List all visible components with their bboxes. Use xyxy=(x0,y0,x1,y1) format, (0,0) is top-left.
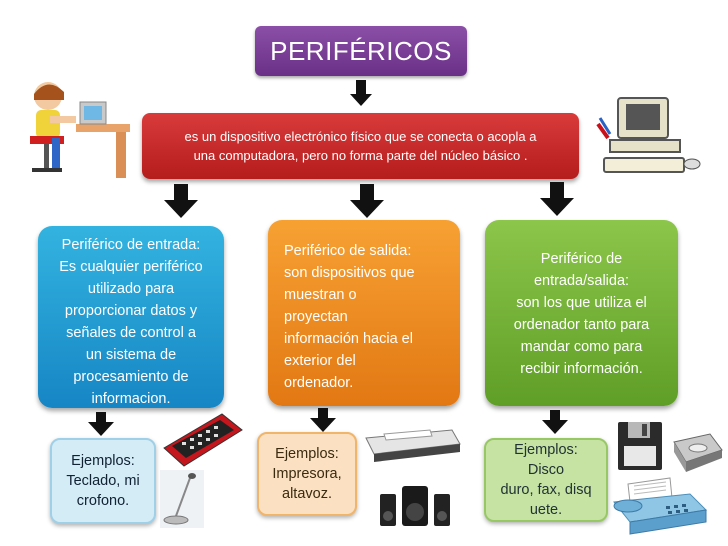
io-examples-box: Ejemplos: Disco duro, fax, disq uete. xyxy=(484,438,608,522)
input-peripheral-box: Periférico de entrada: Es cualquier peri… xyxy=(38,226,224,408)
output-examples-box: Ejemplos: Impresora, altavoz. xyxy=(257,432,357,516)
diagram-title: PERIFÉRICOS xyxy=(255,26,467,76)
hard-drive-illustration xyxy=(670,432,724,476)
arrow-down-icon xyxy=(540,182,574,216)
arrow-down-icon xyxy=(350,184,384,218)
printer-illustration xyxy=(360,424,464,464)
arrow-down-icon xyxy=(542,410,568,434)
speakers-illustration xyxy=(376,482,456,530)
keyboard-illustration xyxy=(160,412,244,468)
arrow-down-icon xyxy=(164,184,198,218)
arrow-down-icon xyxy=(88,412,114,436)
fax-machine-illustration xyxy=(610,476,710,538)
floppy-disk-illustration xyxy=(616,420,664,472)
input-examples-box: Ejemplos: Teclado, mi crofono. xyxy=(50,438,156,524)
definition-box: es un dispositivo electrónico físico que… xyxy=(142,113,579,179)
output-peripheral-box: Periférico de salida: son dispositivos q… xyxy=(268,220,460,406)
arrow-down-icon xyxy=(310,408,336,432)
arrow-down-icon xyxy=(350,80,372,110)
io-peripheral-box: Periférico de entrada/salida: son los qu… xyxy=(485,220,678,406)
microphone-illustration xyxy=(160,470,204,528)
computer-illustration xyxy=(596,94,702,178)
person-at-computer-illustration xyxy=(20,76,132,182)
